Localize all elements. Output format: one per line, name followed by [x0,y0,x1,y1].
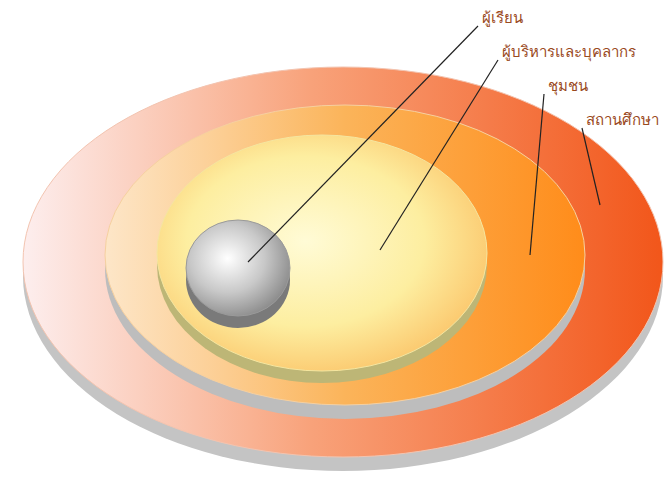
leader-line [582,128,600,205]
leader-line [530,94,544,255]
ring-top [186,220,290,316]
ring-top [23,67,663,457]
leader-line [248,26,478,262]
ring-top [157,135,487,371]
ring-label: ผู้บริหารและบุคลากร [502,42,636,62]
ring-top [105,105,585,405]
ring-label: ผู้เรียน [482,8,523,28]
leader-line [380,60,498,250]
ring-label: ชุมชน [548,76,588,96]
ring-shape [186,220,290,328]
ring-region: สถานศึกษาชุมชนผู้บริหารและบุคลากรผู้เรีย… [23,67,663,471]
ring-region: ผู้บริหารและบุคลากรผู้เรียน [157,135,487,383]
ring-label: สถานศึกษา [586,110,659,130]
ring-region: ผู้เรียน [186,220,290,328]
ring-region: ชุมชนผู้บริหารและบุคลากรผู้เรียน [105,105,585,419]
